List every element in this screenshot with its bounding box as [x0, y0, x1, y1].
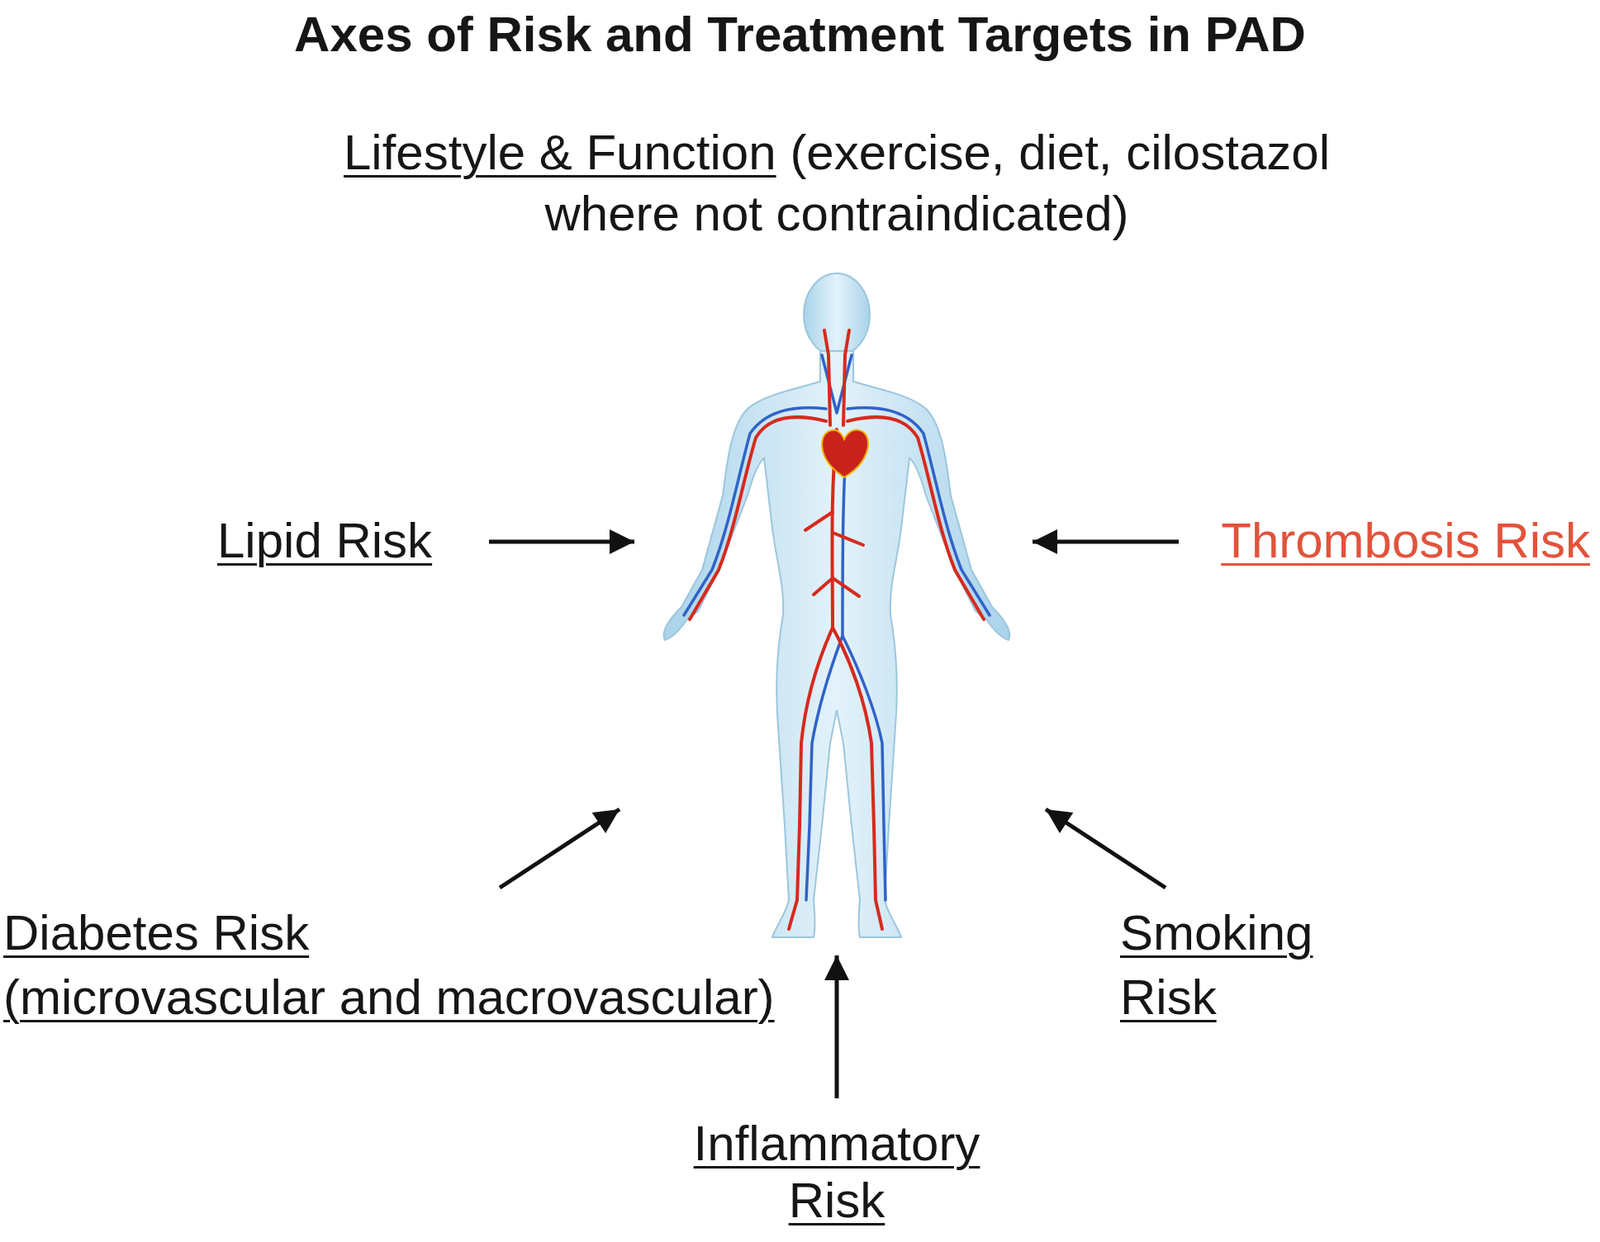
heading-label: Lifestyle & Function	[343, 124, 777, 181]
heart	[821, 430, 869, 478]
risk-label: Thrombosis Risk	[1220, 508, 1591, 574]
artery	[832, 627, 883, 930]
artery	[824, 330, 850, 426]
artery	[805, 512, 864, 597]
lifestyle-block: Lifestyle & Function(exercise, diet, cil…	[308, 122, 1366, 245]
vein	[806, 636, 843, 901]
risk-label: Diabetes Risk	[3, 901, 309, 966]
vein	[842, 636, 886, 901]
arrow	[489, 540, 635, 545]
head	[803, 273, 870, 357]
vein	[821, 355, 852, 414]
body-silhouette	[664, 351, 1011, 938]
arrow	[835, 955, 840, 1099]
arteries	[689, 330, 984, 930]
arrow	[1032, 540, 1179, 545]
risk-label: Lipid Risk	[217, 508, 433, 574]
risk-label: Inflammatory Risk	[683, 1115, 990, 1230]
arrow	[499, 809, 620, 888]
risk-sublabel: (microvascular and macrovascular)	[3, 965, 775, 1031]
title: Axes of Risk and Treatment Targets in PA…	[0, 4, 1600, 65]
veins	[683, 355, 990, 901]
artery	[689, 417, 827, 620]
arrow	[1045, 809, 1166, 888]
artery	[788, 627, 833, 930]
risk-label: Smoking Risk	[1120, 901, 1344, 1031]
human-figure	[664, 273, 1011, 938]
